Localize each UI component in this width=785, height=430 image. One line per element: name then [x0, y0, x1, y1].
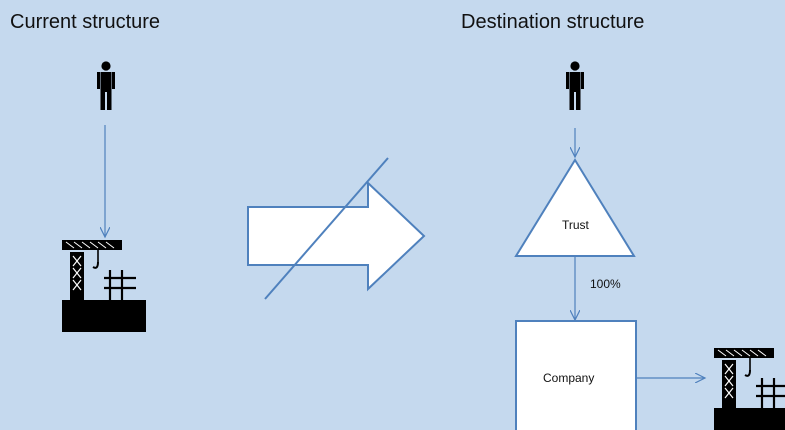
transition-arrow-icon	[247, 180, 426, 292]
trust-triangle	[514, 158, 636, 257]
company-label: Company	[543, 371, 595, 385]
construction-site-icon	[60, 238, 148, 334]
company-box	[515, 320, 637, 430]
destination-structure-title: Destination structure	[461, 11, 645, 33]
person-icon	[97, 61, 115, 110]
person-icon	[566, 61, 584, 110]
trust-label: Trust	[562, 218, 589, 232]
current-structure-title: Current structure	[10, 11, 161, 33]
strike-line	[264, 157, 389, 300]
construction-site-icon	[712, 346, 785, 430]
ownership-label: 100%	[590, 277, 621, 291]
